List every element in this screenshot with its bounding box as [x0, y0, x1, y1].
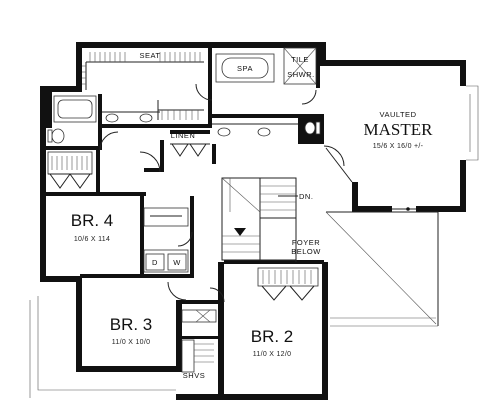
master-bath: [195, 47, 321, 137]
br2-closet: [257, 267, 319, 301]
foyer-label-line1: FOYER: [292, 238, 320, 247]
hall-bath: [47, 95, 160, 151]
master-vaulted-note: VAULTED: [380, 110, 417, 119]
roof-outline: [29, 85, 479, 398]
shower-label: SHWR.: [287, 70, 315, 79]
master-openings: [323, 61, 465, 211]
staircase: [221, 177, 298, 261]
foyer-open-below: [295, 211, 439, 327]
shelves-label: SHVS: [183, 371, 205, 380]
br3-room-name: BR. 3: [110, 315, 153, 334]
br2-dimensions: 11/0 X 12/0: [253, 351, 292, 358]
dryer-label: D: [152, 258, 158, 267]
master-room-name: MASTER: [364, 120, 434, 139]
linen-label: LINEN: [171, 131, 196, 140]
foyer-label-line2: BELOW: [291, 247, 321, 256]
br2-room-name: BR. 2: [251, 327, 294, 346]
seat-label: SEAT: [139, 51, 160, 60]
tile-label: TILE: [291, 55, 309, 64]
spa-label: SPA: [237, 64, 253, 73]
br4-dimensions: 10/6 X 114: [74, 236, 110, 243]
walk-in-closet-shelving: [82, 52, 204, 120]
br3-dimensions: 11/0 X 10/0: [112, 339, 151, 346]
br4-closet: [47, 151, 161, 189]
stair-down-label: DN.: [299, 192, 313, 201]
washer-label: W: [173, 258, 181, 267]
hall-linen-shelves: [167, 281, 225, 373]
interior-walls: [46, 48, 324, 339]
master-dimensions: 15/6 X 16/0 +/-: [373, 143, 424, 150]
br4-room-name: BR. 4: [71, 211, 114, 230]
laundry: [143, 207, 193, 273]
linen-closet: [170, 143, 210, 157]
